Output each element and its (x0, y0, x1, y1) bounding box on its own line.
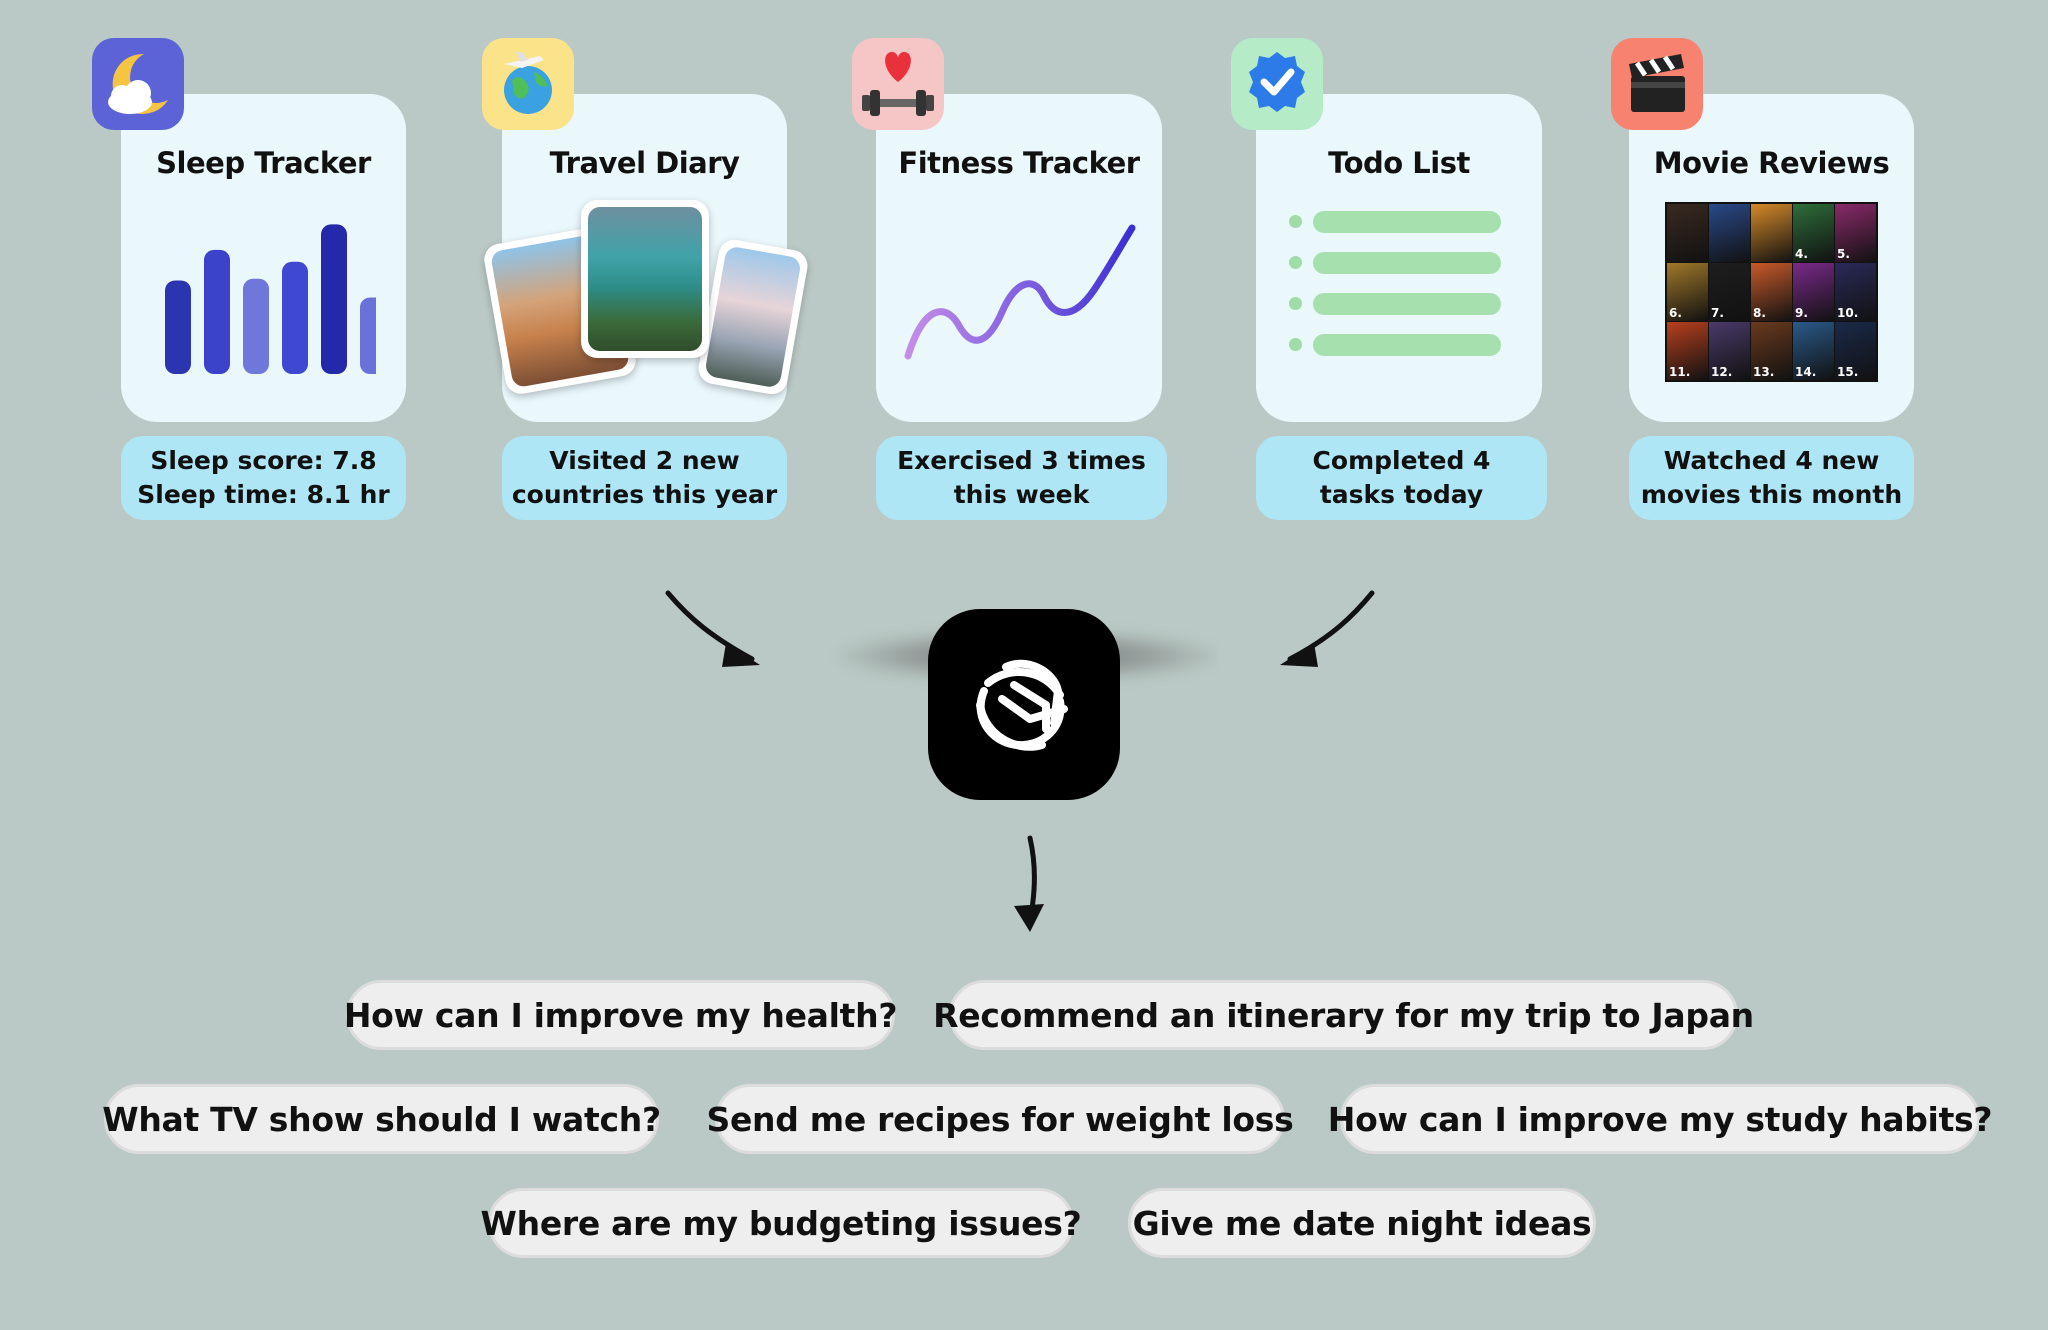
todo-bullet (1289, 338, 1302, 351)
movie-poster: 4. (1793, 204, 1834, 262)
movie-poster: 6. (1667, 263, 1708, 321)
movie-poster: 15. (1835, 322, 1876, 380)
caption-line: this week (953, 480, 1090, 509)
travel-photo-lake (581, 200, 709, 358)
caption-line: tasks today (1319, 480, 1484, 509)
caption-line: Visited 2 new (549, 446, 740, 475)
movie-reviews-card: Movie Reviews 4. 5. 6. 7. 8. 9. 10. 11. 12. 13. 14… (1629, 94, 1914, 422)
todo-caption: Completed 4 tasks today (1256, 436, 1547, 520)
prompt-pill[interactable]: What TV show should I watch? (102, 1084, 661, 1154)
sleep-bar-chart (165, 224, 376, 374)
card-title: Todo List (1328, 146, 1470, 180)
movie-poster: 13. (1751, 322, 1792, 380)
todo-line (1313, 252, 1501, 274)
sleep-caption: Sleep score: 7.8 Sleep time: 8.1 hr (121, 436, 406, 520)
prompt-pill[interactable]: How can I improve my study habits? (1328, 1084, 1993, 1154)
movie-poster: 7. (1709, 263, 1750, 321)
poster-number: 12. (1711, 365, 1733, 379)
fitness-caption: Exercised 3 times this week (876, 436, 1167, 520)
poster-number: 9. (1795, 306, 1808, 320)
arrow-down-right-icon (665, 590, 760, 667)
sleep-bar (282, 261, 308, 374)
prompt-pill[interactable]: Where are my budgeting issues? (481, 1188, 1082, 1258)
caption-line: Watched 4 new (1663, 446, 1880, 475)
movie-poster-grid: 4. 5. 6. 7. 8. 9. 10. 11. 12. 13. 14. 15. (1665, 202, 1878, 382)
prompt-pill[interactable]: Give me date night ideas (1128, 1188, 1596, 1258)
sleep-tracker-card: Sleep Tracker (121, 94, 406, 422)
movie-poster: 11. (1667, 322, 1708, 380)
sleep-bar (360, 297, 376, 374)
movie-poster: 10. (1835, 263, 1876, 321)
card-title: Travel Diary (549, 146, 740, 180)
todo-list-card: Todo List (1256, 94, 1542, 422)
prompt-pill[interactable]: Send me recipes for weight loss (707, 1084, 1294, 1154)
movie-poster: 8. (1751, 263, 1792, 321)
poster-number: 8. (1753, 306, 1766, 320)
moon-cloud-icon (92, 38, 184, 130)
movie-poster: 12. (1709, 322, 1750, 380)
caption-line: Completed 4 (1312, 446, 1491, 475)
todo-bullet (1289, 297, 1302, 310)
fitness-line-chart (904, 224, 1136, 360)
movie-caption: Watched 4 new movies this month (1629, 436, 1914, 520)
poster-number: 6. (1669, 306, 1682, 320)
poster-number: 10. (1837, 306, 1859, 320)
check-badge-icon (1231, 38, 1323, 130)
poster-number: 13. (1753, 365, 1775, 379)
movie-poster: 9. (1793, 263, 1834, 321)
poster-number: 4. (1795, 247, 1808, 261)
caption-line: countries this year (511, 480, 778, 509)
todo-line (1313, 334, 1501, 356)
card-title: Movie Reviews (1653, 146, 1890, 180)
arrow-down-left-icon (1280, 590, 1375, 667)
movie-poster: 14. (1793, 322, 1834, 380)
chatgpt-logo-icon (928, 609, 1120, 800)
poster-number: 14. (1795, 365, 1817, 379)
movie-poster (1709, 204, 1750, 262)
poster-number: 5. (1837, 247, 1850, 261)
todo-bullet (1289, 215, 1302, 228)
card-title: Fitness Tracker (898, 146, 1140, 180)
clapperboard-icon (1611, 38, 1703, 130)
heart-dumbbell-icon (852, 38, 944, 130)
movie-poster: 5. (1835, 204, 1876, 262)
travel-caption: Visited 2 new countries this year (502, 436, 787, 520)
poster-number: 15. (1837, 365, 1859, 379)
poster-number: 11. (1669, 365, 1691, 379)
sleep-bar (165, 280, 191, 374)
todo-line (1313, 293, 1501, 315)
prompt-pill[interactable]: Recommend an itinerary for my trip to Ja… (933, 980, 1754, 1050)
prompt-pill[interactable]: How can I improve my health? (344, 980, 897, 1050)
movie-poster (1751, 204, 1792, 262)
poster-number: 7. (1711, 306, 1724, 320)
sleep-bar (243, 278, 269, 374)
arrow-down-icon (1014, 835, 1044, 932)
caption-line: Sleep score: 7.8 (150, 446, 377, 475)
caption-line: movies this month (1640, 480, 1903, 509)
todo-bullet (1289, 256, 1302, 269)
caption-line: Sleep time: 8.1 hr (137, 480, 390, 509)
sleep-bar (321, 224, 347, 374)
movie-poster (1667, 204, 1708, 262)
todo-line (1313, 211, 1501, 233)
globe-plane-icon (482, 38, 574, 130)
card-title: Sleep Tracker (156, 146, 371, 180)
sleep-bar (204, 249, 230, 374)
caption-line: Exercised 3 times (897, 446, 1146, 475)
fitness-tracker-card: Fitness Tracker (876, 94, 1162, 422)
